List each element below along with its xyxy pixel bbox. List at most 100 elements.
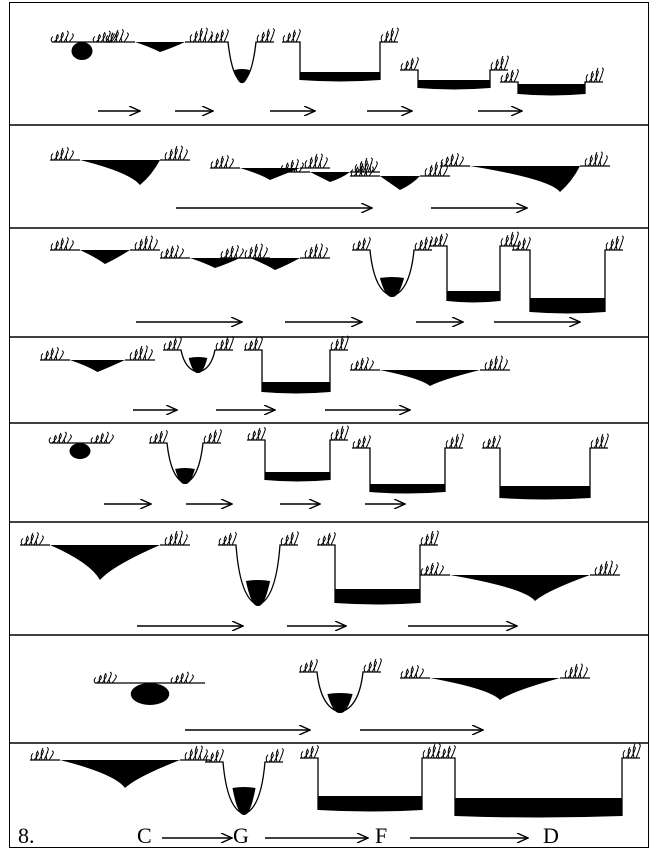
channel-water [70, 360, 125, 372]
vegetation-tuft [421, 531, 438, 545]
channel-water [189, 357, 208, 373]
channel-water [430, 678, 560, 700]
vegetation-tuft [130, 346, 152, 360]
vegetation-tuft [438, 745, 455, 758]
vegetation-tuft [300, 659, 317, 672]
sequence-arrows [98, 111, 580, 838]
vegetation-tuft [381, 28, 398, 42]
channel-water [60, 760, 180, 788]
vegetation-tuft [94, 672, 116, 683]
vegetation-tuft [513, 237, 530, 250]
vegetation-tuft [331, 336, 348, 350]
vegetation-tuft [161, 245, 183, 258]
vegetation-tuft [245, 337, 262, 350]
channel-water [190, 258, 240, 268]
vegetation-tuft [301, 745, 318, 758]
vegetation-tuft [483, 435, 500, 448]
vegetation-tuft [204, 430, 221, 443]
vegetation-tuft [51, 31, 73, 42]
channel-water [175, 468, 195, 484]
vegetation-tuft [351, 357, 373, 370]
channel-water [310, 172, 350, 182]
vegetation-tuft [305, 244, 327, 258]
vegetation-tuft [216, 337, 233, 350]
channel-water [234, 69, 249, 83]
vegetation-tuft [623, 744, 640, 758]
vegetation-tuft [211, 155, 233, 168]
vegetation-tuft [585, 152, 607, 166]
row-dividers [10, 125, 648, 743]
vegetation-tuft [421, 562, 443, 575]
vegetation-tuft [49, 432, 71, 443]
row-number-label: 8. [18, 825, 35, 847]
channel-water [246, 580, 270, 606]
channel-water [327, 693, 352, 713]
vegetation-tuft [41, 347, 63, 360]
channel-water [380, 277, 404, 297]
vegetation-tuft [586, 68, 603, 82]
channel-water [380, 370, 480, 386]
vegetation-tuft [281, 532, 298, 545]
vegetation-tuft [190, 28, 212, 42]
vegetation-tuft [165, 146, 187, 160]
step-label-g: G [233, 825, 249, 847]
vegetation-tuft [430, 233, 447, 246]
vegetation-tuft [501, 69, 518, 82]
channel-water [250, 258, 300, 270]
vegetation-tuft [245, 244, 267, 258]
vegetation-tuft [565, 664, 587, 678]
channel-water [70, 443, 91, 459]
vegetation-tuft [221, 245, 243, 258]
vegetation-tuft [21, 532, 43, 545]
vegetation-tuft [150, 430, 167, 443]
vegetation-tuft [51, 147, 73, 160]
vegetation-tuft [401, 665, 423, 678]
vegetation-tuft [171, 672, 193, 683]
vegetation-tuft [446, 434, 463, 448]
channel-water [80, 250, 130, 264]
channel-water [80, 160, 160, 185]
vegetation-tuft [364, 659, 381, 672]
vegetation-tuft [31, 747, 53, 760]
channel-water [370, 484, 445, 494]
step-label-f: F [375, 825, 387, 847]
channel-water [470, 166, 580, 192]
channel-water [418, 80, 490, 90]
vegetation-tuft [219, 532, 236, 545]
channel-water [135, 42, 185, 52]
vegetation-tuft [491, 56, 508, 70]
vegetation-tuft [51, 237, 73, 250]
vegetation-tuft [606, 236, 623, 250]
vegetation-tuft [305, 154, 327, 168]
channel-water [500, 486, 590, 500]
vegetation-tuft [425, 162, 447, 176]
vegetation-tuft [135, 236, 157, 250]
channel-water [262, 382, 330, 394]
vegetation-tuft [91, 432, 113, 443]
vegetation-tuft [211, 29, 228, 42]
vegetation-tuft [266, 749, 283, 762]
vegetation-tuft [501, 232, 518, 246]
vegetation-tuft [165, 531, 187, 545]
vegetation-tuft [441, 153, 463, 166]
vegetation-tuft [331, 426, 348, 440]
vegetation-tuft [401, 57, 418, 70]
vegetation-tuft [485, 356, 507, 370]
channel-water [518, 84, 585, 96]
vegetation-tuft [185, 746, 207, 760]
vegetation-tuft [164, 337, 181, 350]
step-label-c: C [137, 825, 152, 847]
vegetation-tuft [318, 532, 335, 545]
vegetation-tuft [248, 427, 265, 440]
channel-water [72, 42, 93, 60]
channel-water [455, 798, 622, 818]
channel-water [447, 291, 500, 303]
channel-water [50, 545, 160, 580]
channel-water [335, 589, 420, 605]
channel-water [131, 683, 170, 705]
vegetation-tuft [283, 29, 300, 42]
vegetation-tuft [591, 434, 608, 448]
vegetation-tuft [257, 29, 274, 42]
channel-water [300, 72, 380, 82]
channel-water [265, 472, 330, 482]
